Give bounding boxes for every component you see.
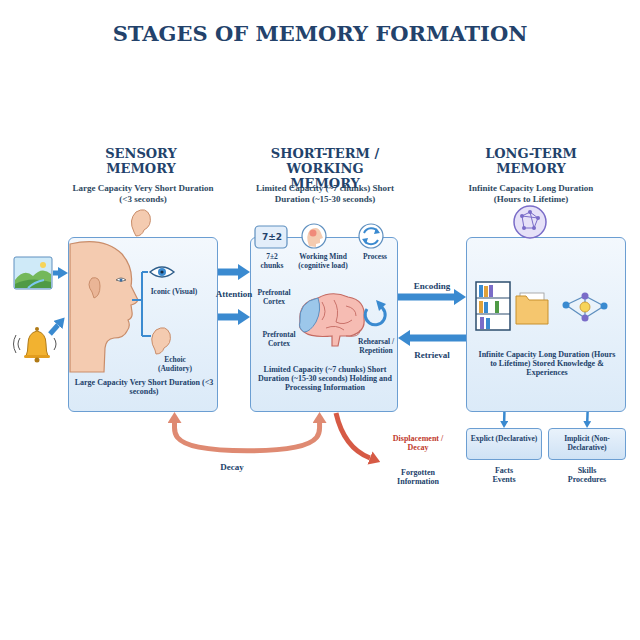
- landscape-picture: [14, 257, 52, 289]
- landscape-picture: [15, 279, 51, 288]
- memory-stage-box: LONG-TERM MEMORYInfinite Capacity Long D…: [466, 237, 626, 412]
- box-summary: Limited Capacity (~7 chunks) Short Durat…: [255, 365, 395, 393]
- landscape-picture: [40, 262, 46, 268]
- icon-label: 7±2 chunks: [257, 253, 287, 270]
- network-brain-icon: [536, 216, 540, 220]
- working-mind-icon: [310, 230, 317, 237]
- process-icon: [374, 228, 380, 234]
- edge-label: Attention: [209, 289, 259, 299]
- brain-region-label: Prefrontal Cortex: [257, 331, 301, 348]
- displacement-arrow: [336, 413, 370, 458]
- note-text: Displacement / Decay: [386, 434, 450, 452]
- network-brain-icon: [532, 226, 536, 230]
- memory-type-label: Explict (Declarative): [467, 435, 541, 444]
- bell-icon: [35, 327, 39, 331]
- memory-example: Skills Procedures: [561, 466, 613, 484]
- process-label: Rehearsal / Repetition: [353, 338, 399, 355]
- stage-summary: Infinite Capacity Long Duration (Hours t…: [456, 183, 606, 205]
- memory-type-box: Implicit (Non-Declarative): [548, 428, 626, 460]
- ear-icon: [131, 210, 150, 236]
- diagram-title: STAGES OF MEMORY FORMATION: [0, 22, 640, 46]
- stage-summary: Limited Capacity (~7 chunks) Short Durat…: [250, 183, 400, 205]
- sense-label: Echoic (Auditory): [147, 356, 203, 373]
- bell-icon: [26, 331, 48, 356]
- memory-stage-box: SENSORY MEMORYLarge Capacity Very Short …: [68, 237, 218, 412]
- memory-example: Facts Events: [484, 466, 524, 484]
- edge-label: Encoding: [402, 281, 462, 291]
- edge-label: Retrieval: [402, 350, 462, 360]
- bell-icon: [35, 358, 40, 363]
- bell-icon: [14, 335, 57, 353]
- stage-heading: SENSORY MEMORY: [96, 147, 186, 177]
- network-brain-icon: [514, 206, 546, 238]
- flow-arrow: [218, 313, 238, 320]
- flow-arrow: [398, 294, 454, 301]
- edge-label: Decay: [212, 462, 252, 472]
- network-brain-icon: [528, 210, 532, 214]
- network-brain-icon: [514, 206, 546, 238]
- input-arrow: [53, 271, 58, 276]
- ear-icon: [131, 210, 150, 236]
- icon-number: 7±2: [256, 231, 288, 243]
- stage-heading: LONG-TERM MEMORY: [466, 147, 596, 177]
- box-summary: Infinite Capacity Long Duration (Hours t…: [477, 350, 617, 378]
- box-summary: Large Capacity Very Short Duration (<3 s…: [74, 378, 214, 396]
- landscape-picture: [28, 280, 44, 288]
- icon-label: Working Mind (cognitive load): [291, 253, 355, 270]
- flow-arrow: [175, 423, 320, 451]
- landscape-picture: [15, 270, 51, 288]
- memory-stage-box: SHORT-TERM / WORKING MEMORYLimited Capac…: [250, 237, 398, 412]
- landscape-picture: [14, 257, 52, 289]
- memory-type-label: Implicit (Non-Declarative): [549, 435, 625, 452]
- bell-icon: [14, 327, 57, 363]
- flow-arrow: [410, 334, 466, 341]
- brain-region-label: Prefrontal Cortex: [251, 289, 297, 306]
- sense-label: Iconic (Visual): [149, 288, 199, 297]
- input-arrow: [50, 325, 58, 334]
- flow-arrow: [503, 412, 506, 421]
- flow-arrow: [218, 269, 238, 276]
- icon-label: Process: [355, 253, 395, 262]
- flow-arrow: [586, 412, 589, 421]
- bell-icon: [24, 355, 50, 358]
- network-brain-icon: [522, 226, 526, 230]
- network-brain-icon: [520, 214, 524, 218]
- note-text: Forgotten Information: [386, 468, 450, 486]
- network-brain-icon: [522, 212, 538, 228]
- stage-summary: Large Capacity Very Short Duration (<3 s…: [68, 183, 218, 205]
- memory-type-box: Explict (Declarative): [466, 428, 542, 460]
